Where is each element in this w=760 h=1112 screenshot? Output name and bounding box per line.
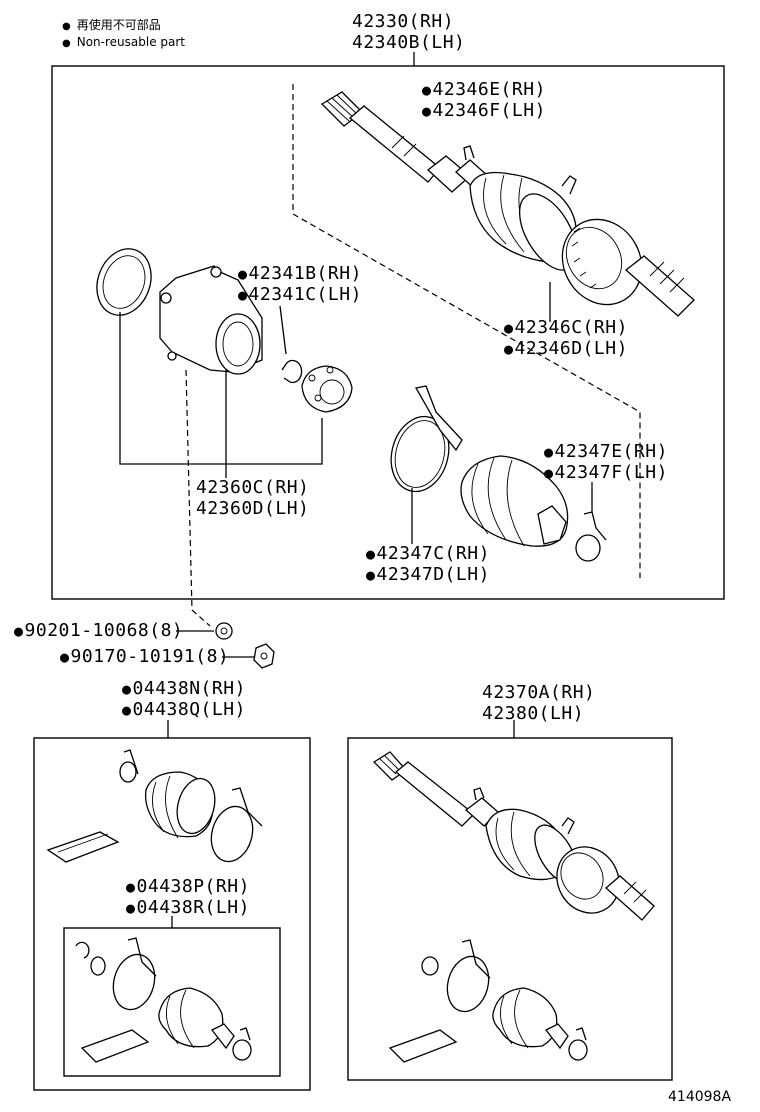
part-number: 42347C(RH) bbox=[376, 543, 490, 564]
label-42347e-rh: 42347E(RH) bbox=[544, 442, 668, 462]
part-number: 90170-10191(8) bbox=[70, 646, 230, 667]
drive-shaft-illustration bbox=[320, 91, 695, 317]
label-42346e-rh: 42346E(RH) bbox=[422, 80, 546, 100]
label-42346d-lh: 42346D(LH) bbox=[504, 339, 628, 359]
legend-english-text: Non-reusable part bbox=[76, 35, 186, 49]
inboard-joint-illustration bbox=[96, 248, 353, 413]
label-42347f-lh: 42347F(LH) bbox=[544, 463, 668, 483]
label-90170-10191: 90170-10191(8) bbox=[60, 647, 229, 667]
label-42370a-rh: 42370A(RH) bbox=[482, 682, 596, 703]
main-assembly-frame bbox=[51, 65, 725, 600]
label-42341c-lh: 42341C(LH) bbox=[238, 285, 362, 305]
part-number: 04438N(RH) bbox=[132, 678, 246, 699]
part-number: 42341B(RH) bbox=[248, 263, 362, 284]
label-42330-rh: 42330(RH) bbox=[352, 11, 455, 32]
part-number: 42346C(RH) bbox=[514, 317, 628, 338]
part-number: 42346D(LH) bbox=[514, 338, 628, 359]
label-42346c-rh: 42346C(RH) bbox=[504, 318, 628, 338]
part-number: 42341C(LH) bbox=[248, 284, 362, 305]
washer-nut-illustration bbox=[176, 622, 275, 669]
label-42380-lh: 42380(LH) bbox=[482, 703, 585, 724]
label-42347c-rh: 42347C(RH) bbox=[366, 544, 490, 564]
label-42347d-lh: 42347D(LH) bbox=[366, 565, 490, 585]
part-number: 42347E(RH) bbox=[554, 441, 668, 462]
part-number: 04438R(LH) bbox=[136, 897, 250, 918]
bullet-icon: ● bbox=[62, 38, 71, 49]
label-90201-10068: 90201-10068(8) bbox=[14, 621, 183, 641]
part-number: 42346F(LH) bbox=[432, 100, 546, 121]
inner-boot-kit-frame bbox=[63, 927, 281, 1077]
boot-kit-frame bbox=[33, 737, 311, 1091]
label-42360d-lh: 42360D(LH) bbox=[196, 498, 310, 519]
part-number: 42346E(RH) bbox=[432, 79, 546, 100]
part-number: 90201-10068(8) bbox=[24, 620, 184, 641]
label-04438r-lh: 04438R(LH) bbox=[126, 898, 250, 918]
label-42341b-rh: 42341B(RH) bbox=[238, 264, 362, 284]
bullet-icon: ● bbox=[62, 21, 71, 32]
label-04438p-rh: 04438P(RH) bbox=[126, 877, 250, 897]
boot-kit-inner-illustration bbox=[75, 937, 252, 1063]
part-number: 04438Q(LH) bbox=[132, 699, 246, 720]
figure-id: 414098A bbox=[668, 1089, 732, 1105]
label-04438n-rh: 04438N(RH) bbox=[122, 679, 246, 699]
label-04438q-lh: 04438Q(LH) bbox=[122, 700, 246, 720]
legend-japanese-text: 再使用不可部品 bbox=[76, 18, 161, 32]
label-42340b-lh: 42340B(LH) bbox=[352, 32, 466, 53]
legend-japanese: ● 再使用不可部品 bbox=[62, 16, 161, 33]
shaft-assembly-frame bbox=[347, 737, 673, 1081]
boot-kit-illustration bbox=[390, 385, 607, 562]
part-number: 42347F(LH) bbox=[554, 462, 668, 483]
boot-kit-left-illustration bbox=[46, 749, 263, 863]
legend-english: ● Non-reusable part bbox=[62, 35, 185, 49]
part-number: 42347D(LH) bbox=[376, 564, 490, 585]
shaft-assembly-illustration bbox=[372, 751, 655, 1063]
label-42346f-lh: 42346F(LH) bbox=[422, 101, 546, 121]
part-number: 04438P(RH) bbox=[136, 876, 250, 897]
dashed-group-outline bbox=[292, 84, 641, 578]
label-42360c-rh: 42360C(RH) bbox=[196, 477, 310, 498]
